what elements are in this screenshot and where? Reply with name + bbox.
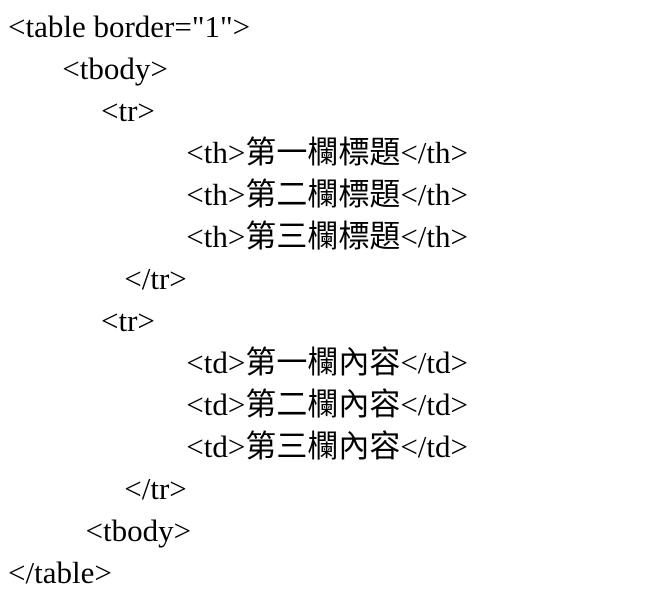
code-line: <th>第三欄標題</th> <box>8 219 469 254</box>
code-line: </tr> <box>8 471 187 506</box>
code-line: <tbody> <box>8 51 168 86</box>
code-line: </table> <box>8 555 112 590</box>
code-line: <tr> <box>8 303 155 338</box>
code-line: </tr> <box>8 261 187 296</box>
code-line: <th>第一欄標題</th> <box>8 135 469 170</box>
code-line: <table border="1"> <box>8 9 251 44</box>
code-line: <tbody> <box>8 513 192 548</box>
code-snippet: <table border="1"> <tbody> <tr> <th>第一欄標… <box>8 6 646 594</box>
code-line: <th>第二欄標題</th> <box>8 177 469 212</box>
code-line: <td>第二欄內容</td> <box>8 387 469 422</box>
code-line: <td>第一欄內容</td> <box>8 345 469 380</box>
code-line: <tr> <box>8 93 155 128</box>
code-line: <td>第三欄內容</td> <box>8 429 469 464</box>
